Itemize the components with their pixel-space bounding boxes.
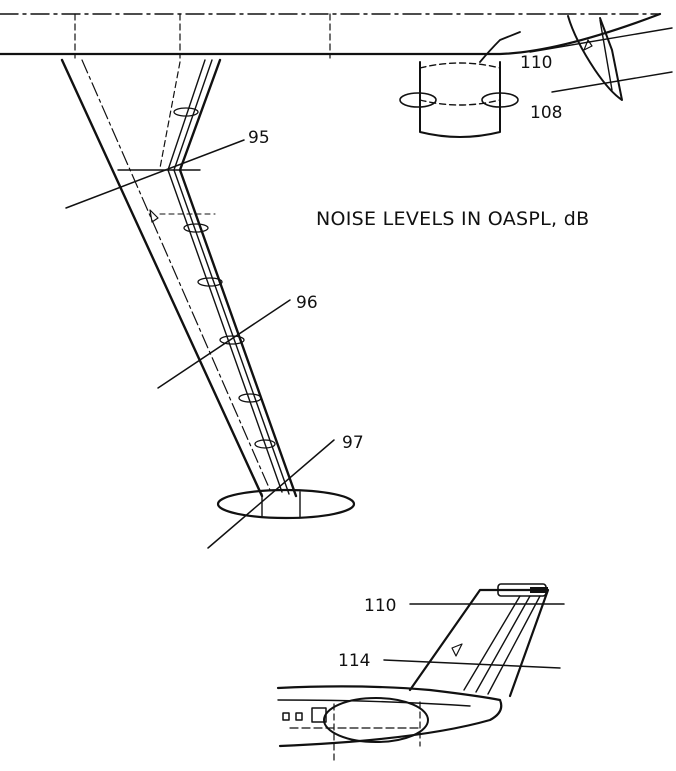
- label-mid-wing: 96: [296, 293, 318, 313]
- pylon: [529, 15, 673, 101]
- label-pylon-upper: 110: [520, 53, 552, 73]
- fuselage-upper: [0, 12, 662, 59]
- wing: [60, 58, 356, 520]
- label-wing-tip: 97: [342, 433, 364, 453]
- label-inboard-root: 95: [248, 128, 270, 148]
- diagram-title: NOISE LEVELS IN OASPL, dB: [316, 208, 589, 230]
- label-pylon-lower: 108: [530, 103, 562, 123]
- label-tail-lower: 114: [338, 651, 370, 671]
- tail-section: [276, 583, 550, 761]
- label-tail-upper: 110: [364, 596, 396, 616]
- leader-lines-tail: [383, 603, 565, 669]
- leader-lines-wing: [65, 139, 335, 549]
- engine-nacelle: [399, 31, 521, 138]
